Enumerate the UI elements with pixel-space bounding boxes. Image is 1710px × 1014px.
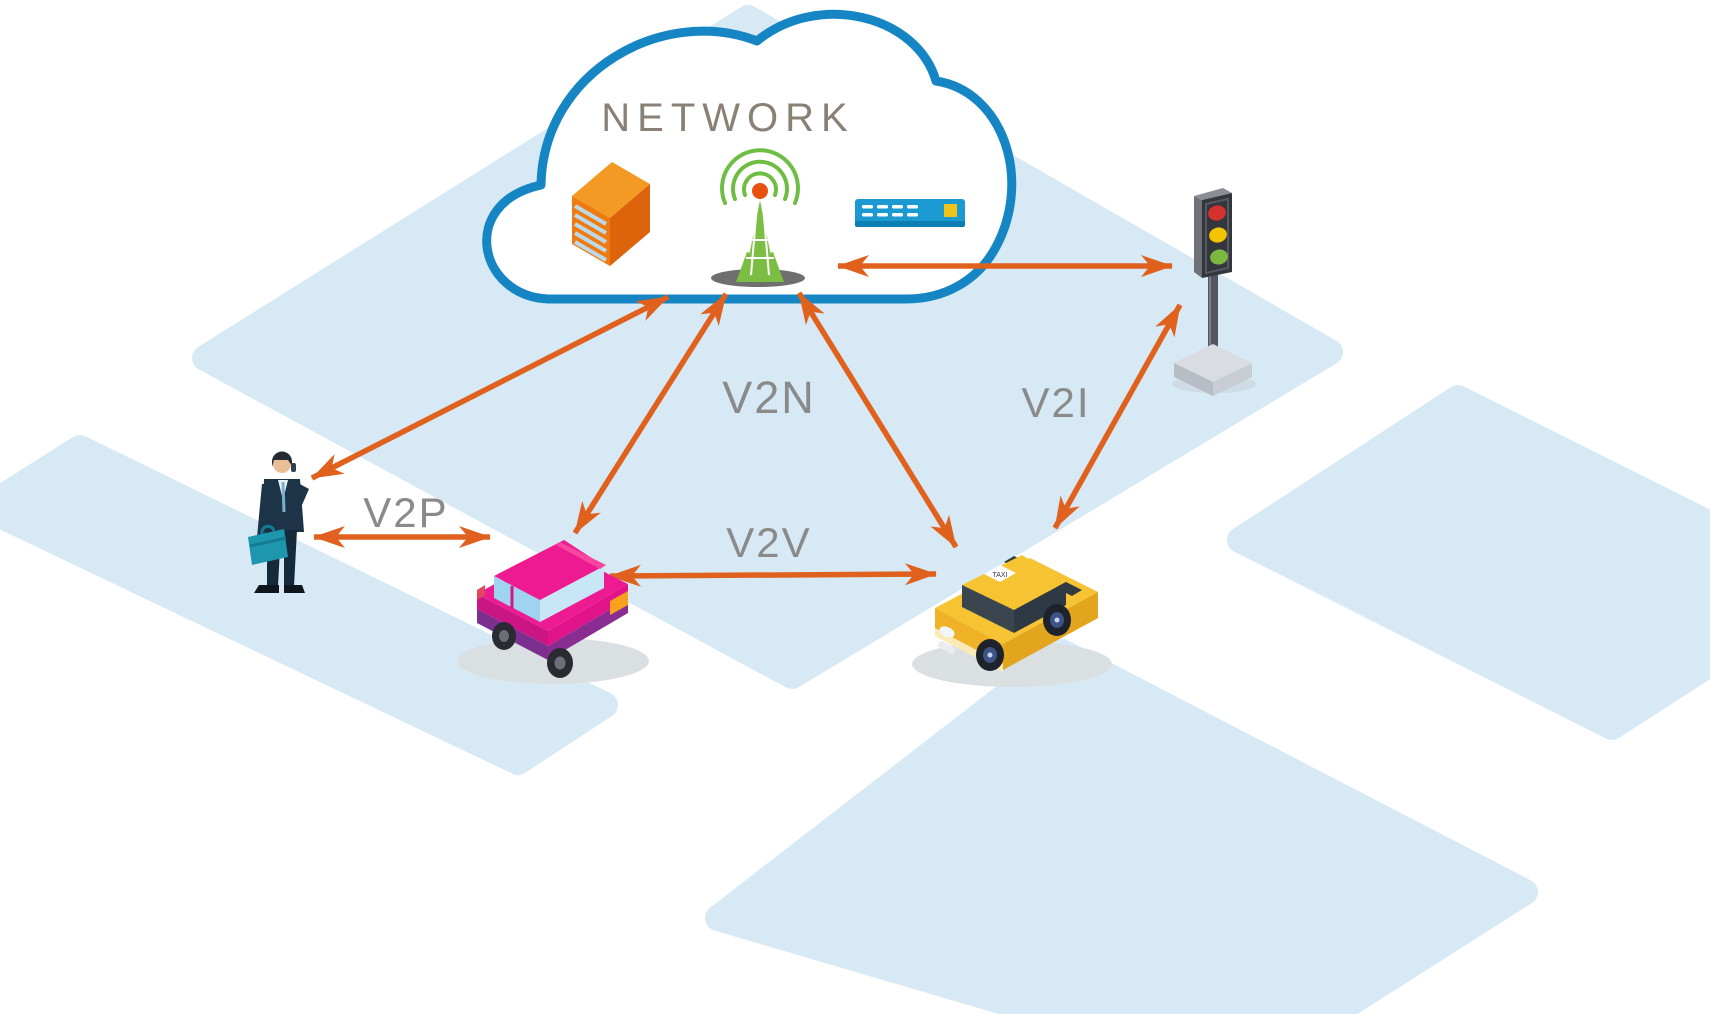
arrows bbox=[310, 255, 1183, 587]
ground-plane-left bbox=[0, 435, 618, 775]
cloud-label: NETWORK bbox=[601, 96, 854, 140]
label-v2v: V2V bbox=[726, 519, 811, 566]
arrow-taxi-trafficlight-v2i bbox=[1052, 303, 1183, 530]
ground-plane-right bbox=[1227, 385, 1710, 740]
arrow-car-cloud bbox=[572, 292, 729, 535]
server-icon bbox=[572, 162, 650, 266]
antenna-icon bbox=[711, 148, 805, 287]
ground-planes bbox=[0, 5, 1710, 1014]
taxi-sign-label: TAXI bbox=[992, 572, 1007, 579]
traffic-light-icon bbox=[1172, 188, 1256, 396]
label-v2n: V2N bbox=[722, 372, 816, 423]
pedestrian-icon bbox=[248, 451, 309, 593]
taxi-icon: TAXI bbox=[912, 555, 1112, 687]
label-v2i: V2I bbox=[1021, 379, 1090, 426]
network-cloud: NETWORK bbox=[482, 9, 1017, 304]
arrow-taxi-cloud-v2n bbox=[796, 291, 959, 549]
ground-plane-bottom bbox=[705, 639, 1538, 1014]
car-icon bbox=[457, 540, 649, 684]
arrow-car-taxi-v2v bbox=[609, 563, 937, 587]
router-icon bbox=[855, 199, 965, 227]
label-v2p: V2P bbox=[363, 489, 448, 536]
